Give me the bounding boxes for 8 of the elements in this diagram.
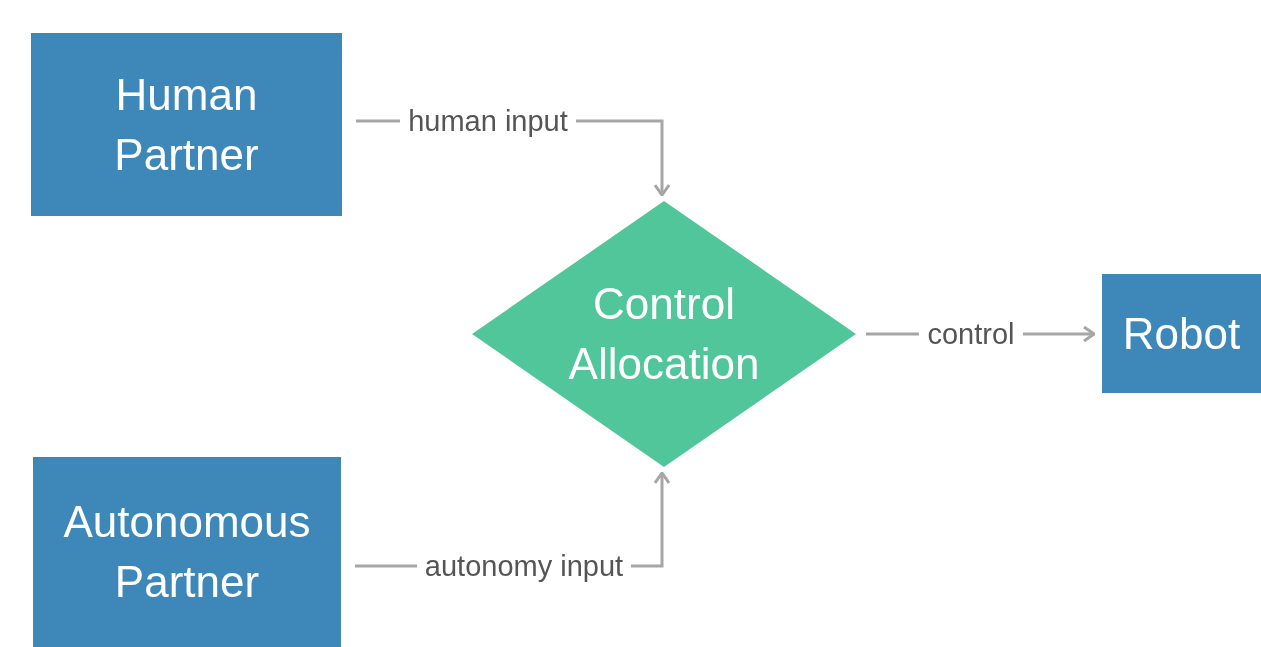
decision-diamond — [472, 201, 856, 467]
process-box — [31, 33, 342, 216]
node-label: Autonomous Partner — [62, 496, 312, 608]
process-box — [33, 457, 341, 647]
node-label: Control Allocation — [567, 278, 761, 390]
node-label: Robot — [1121, 307, 1242, 360]
node-label: Human Partner — [113, 68, 260, 181]
process-box — [1102, 274, 1261, 393]
